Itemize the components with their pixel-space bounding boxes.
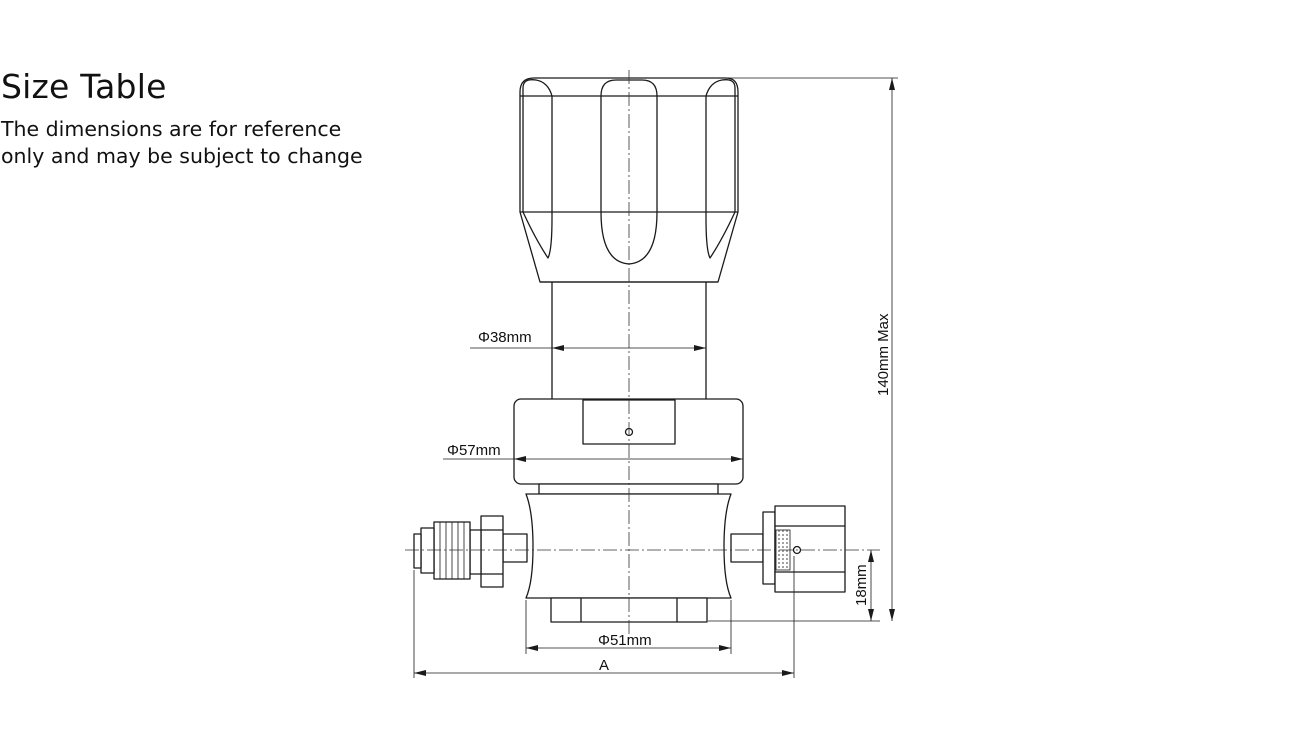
stem-diameter-dimension: Φ38mm — [470, 329, 706, 351]
stem-diameter-label: Φ38mm — [478, 329, 532, 346]
reference-note: The dimensions are for reference only an… — [1, 116, 381, 170]
overall-length-dimension: A — [413, 556, 795, 678]
regulator-stem — [551, 282, 707, 400]
outlet-fitting — [730, 505, 846, 593]
total-height-dimension: 140mm Max — [728, 77, 898, 621]
inlet-fitting — [413, 515, 528, 588]
overall-length-label: A — [599, 657, 609, 674]
bonnet-diameter-label: Φ57mm — [447, 442, 501, 459]
total-height-label: 140mm Max — [875, 313, 892, 396]
reference-note-line-2: only and may be subject to change — [1, 144, 363, 168]
page-title: Size Table — [1, 67, 167, 106]
body-diameter-dimension: Φ51mm — [525, 600, 732, 654]
outlet-height-label: 18mm — [853, 564, 870, 606]
regulator-bonnet — [513, 398, 744, 495]
regulator-body — [525, 493, 732, 623]
outlet-height-dimension: 18mm — [708, 550, 880, 622]
reference-note-line-1: The dimensions are for reference — [1, 117, 342, 141]
body-diameter-label: Φ51mm — [598, 632, 652, 649]
bonnet-diameter-dimension: Φ57mm — [443, 442, 743, 462]
